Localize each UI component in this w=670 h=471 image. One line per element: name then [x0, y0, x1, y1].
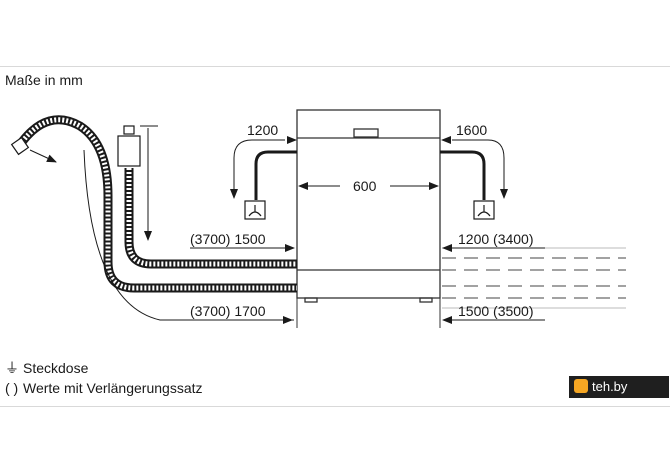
- watermark-text: teh.by: [592, 379, 628, 394]
- legend-extension-label: Werte mit Verlängerungssatz: [23, 380, 203, 396]
- socket-icon-left: [244, 200, 266, 220]
- water-valve-icon: [117, 125, 141, 167]
- legend-socket: ⏚Steckdose: [5, 358, 88, 378]
- parentheses-symbol: ( ): [5, 380, 19, 396]
- inlet-hose: [124, 168, 297, 269]
- socket-symbol-icon: ⏚: [5, 360, 19, 376]
- power-cable-right: [440, 150, 486, 200]
- legend-extension: ( ) Werte mit Verlängerungssatz: [5, 380, 203, 396]
- floor-dashed-lines: [442, 257, 626, 299]
- bottom-divider: [0, 406, 670, 407]
- brand-logo-icon: [574, 379, 588, 393]
- left-top-label: 1200: [247, 122, 278, 138]
- dishwasher-outline: [296, 109, 441, 303]
- left-mid-label: (3700) 1500: [190, 231, 266, 247]
- right-bottom-label: 1500 (3500): [458, 303, 534, 319]
- socket-icon-right: [473, 200, 495, 220]
- right-mid-label: 1200 (3400): [458, 231, 534, 247]
- power-cable-left: [254, 150, 297, 200]
- drain-hose: [10, 115, 297, 293]
- right-top-label: 1600: [456, 122, 487, 138]
- watermark-badge: teh.by: [569, 376, 669, 398]
- width-label: 600: [353, 178, 377, 194]
- legend-socket-label: Steckdose: [23, 360, 89, 376]
- left-bottom-label: (3700) 1700: [190, 303, 266, 319]
- top-divider: [0, 66, 670, 67]
- unit-label: Maße in mm: [5, 72, 83, 88]
